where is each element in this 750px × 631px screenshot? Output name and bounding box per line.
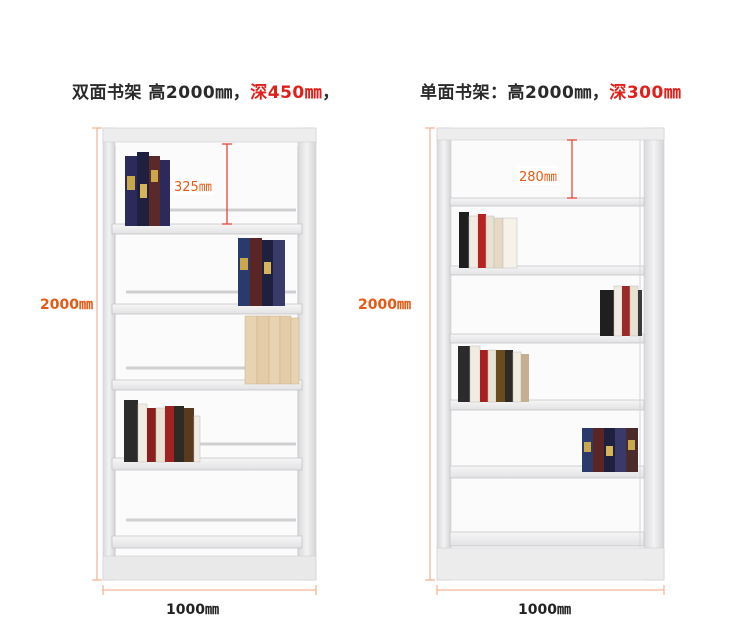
single-sided-inner-height-label: 280㎜ (518, 166, 558, 185)
single-sided-height-label: 2000㎜ (358, 297, 411, 313)
single-sided-bookshelf (436, 127, 665, 581)
books-row-4 (124, 400, 201, 463)
books-row-r3 (458, 345, 529, 403)
books-row-r1 (459, 212, 518, 269)
books-row-2 (238, 238, 285, 306)
double-sided-inner-height-label: 325㎜ (173, 176, 213, 195)
single-sided-shelf-boards (449, 197, 645, 547)
single-sided-width-label: 1000㎜ (518, 602, 571, 618)
double-sided-height-label: 2000㎜ (40, 297, 93, 313)
single-sided-title-text: 单面书架：高2000㎜， (420, 83, 610, 103)
double-sided-shelf-title: 双面书架 高2000㎜，深450㎜， (72, 78, 340, 103)
single-sided-shelf-title: 单面书架：高2000㎜，深300㎜ (420, 78, 681, 103)
books-row-1 (125, 152, 170, 226)
books-row-r2 (600, 285, 642, 337)
double-sided-title-text: 双面书架 高2000㎜， (72, 83, 251, 103)
books-row-r4 (582, 428, 638, 472)
double-sided-dimension-lines (92, 127, 317, 595)
books-row-3 (244, 315, 300, 385)
single-sided-dimension-lines (425, 127, 665, 595)
double-sided-bookshelf (102, 127, 317, 581)
double-sided-depth-text: 深450㎜ (250, 83, 323, 103)
double-sided-title-suffix: ， (322, 83, 340, 103)
single-sided-depth-text: 深300㎜ (609, 83, 682, 103)
double-sided-width-label: 1000㎜ (166, 602, 219, 618)
